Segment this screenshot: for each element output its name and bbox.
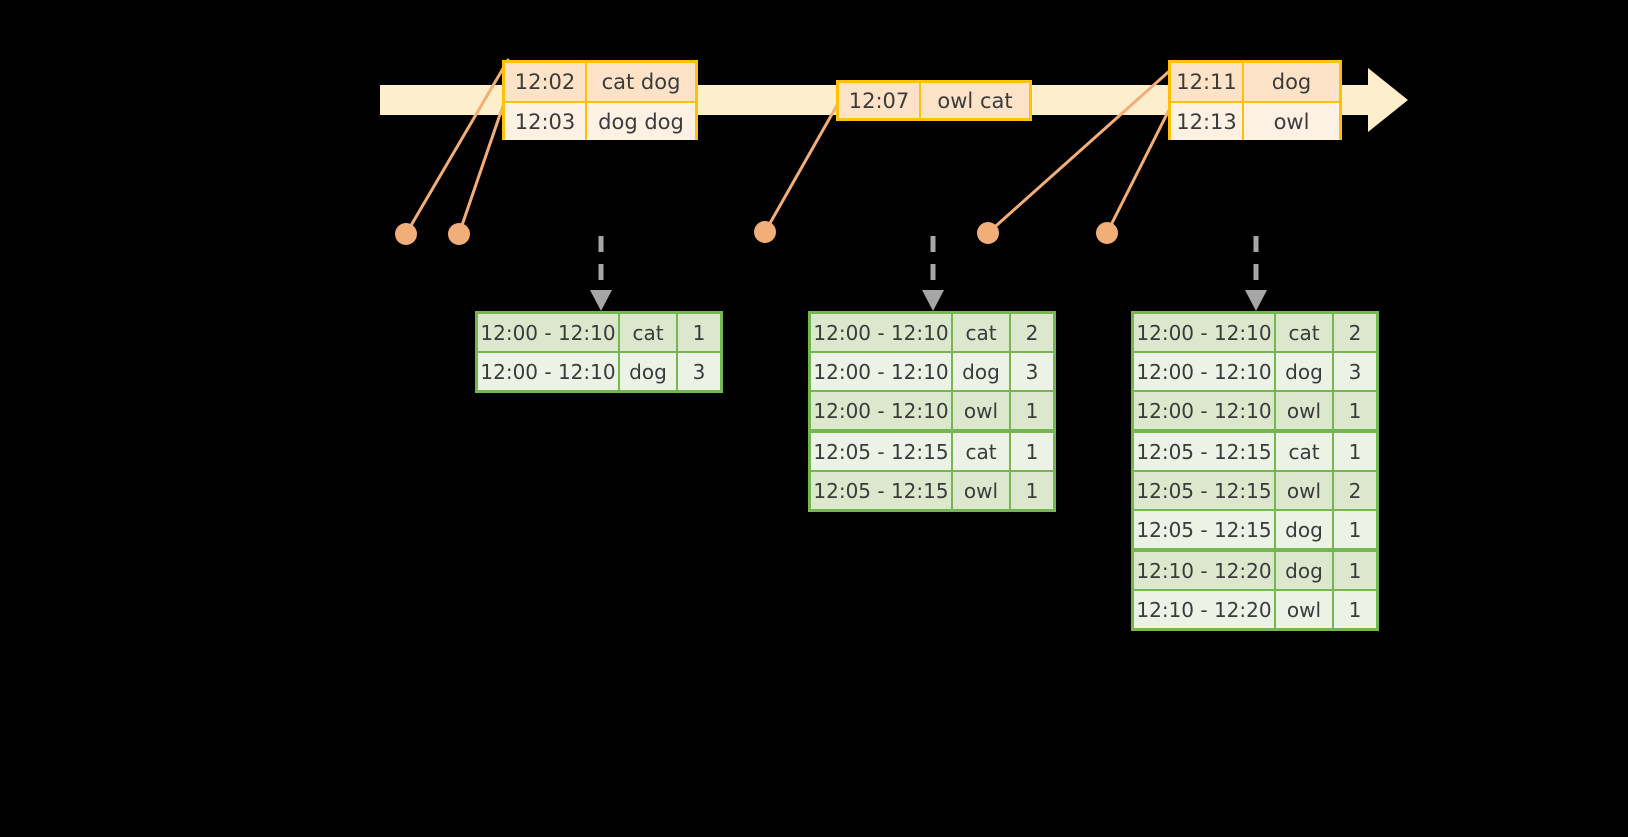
source-dots (395, 221, 1118, 245)
cell-window: 12:05 - 12:15 (1134, 433, 1276, 470)
cell-word: cat (620, 314, 678, 351)
cell-window: 12:05 - 12:15 (1134, 472, 1276, 509)
cell-word: dog (620, 353, 678, 390)
cell-word: cat (953, 433, 1011, 470)
cell-window: 12:10 - 12:20 (1134, 591, 1276, 628)
dashed-arrows (590, 236, 1267, 311)
event-box-3[interactable]: 12:11 dog 12:13 owl (1168, 60, 1342, 140)
source-dot-2 (448, 223, 470, 245)
dashed-arrow-2 (922, 236, 944, 311)
table-row: 12:00 - 12:10 owl 1 (811, 390, 1053, 429)
cell-word: cat (953, 314, 1011, 351)
table-row: 12:00 - 12:10 cat 1 (478, 314, 720, 351)
cell-count: 1 (678, 314, 720, 351)
table-row: 12:10 - 12:20 dog 1 (1134, 548, 1376, 589)
event-time: 12:07 (839, 83, 921, 118)
table-row: 12:05 - 12:15 owl 1 (811, 470, 1053, 509)
cell-window: 12:00 - 12:10 (1134, 392, 1276, 429)
event-box-2[interactable]: 12:07 owl cat (836, 80, 1032, 121)
event-row: 12:07 owl cat (839, 83, 1029, 118)
event-row: 12:13 owl (1171, 101, 1339, 140)
cell-count: 1 (1011, 472, 1053, 509)
table-row: 12:00 - 12:10 dog 3 (811, 351, 1053, 390)
cell-count: 3 (1011, 353, 1053, 390)
cell-word: cat (1276, 433, 1334, 470)
cell-word: owl (1276, 591, 1334, 628)
cell-count: 2 (1011, 314, 1053, 351)
table-row: 12:05 - 12:15 owl 2 (1134, 470, 1376, 509)
cell-count: 2 (1334, 314, 1376, 351)
table-row: 12:05 - 12:15 cat 1 (1134, 429, 1376, 470)
event-row: 12:11 dog (1171, 63, 1339, 101)
cell-count: 1 (1011, 433, 1053, 470)
cell-window: 12:00 - 12:10 (811, 392, 953, 429)
event-payload: owl (1244, 103, 1339, 140)
connector-line-5 (1105, 102, 1174, 235)
table-row: 12:05 - 12:15 cat 1 (811, 429, 1053, 470)
cell-count: 1 (1334, 552, 1376, 589)
cell-word: owl (1276, 392, 1334, 429)
connector-line-3 (763, 98, 842, 234)
cell-window: 12:00 - 12:10 (811, 314, 953, 351)
cell-window: 12:00 - 12:10 (811, 353, 953, 390)
cell-window: 12:05 - 12:15 (811, 433, 953, 470)
cell-word: owl (953, 392, 1011, 429)
event-time: 12:03 (505, 103, 587, 140)
table-row: 12:05 - 12:15 dog 1 (1134, 509, 1376, 548)
cell-count: 2 (1334, 472, 1376, 509)
cell-word: cat (1276, 314, 1334, 351)
table-row: 12:00 - 12:10 cat 2 (1134, 314, 1376, 351)
cell-window: 12:00 - 12:10 (1134, 353, 1276, 390)
source-dot-4 (977, 222, 999, 244)
cell-word: dog (1276, 552, 1334, 589)
result-table-2[interactable]: 12:00 - 12:10 cat 2 12:00 - 12:10 dog 3 … (808, 311, 1056, 512)
cell-word: owl (953, 472, 1011, 509)
event-row: 12:02 cat dog (505, 63, 695, 101)
cell-word: dog (953, 353, 1011, 390)
cell-count: 1 (1334, 392, 1376, 429)
event-payload: cat dog (587, 63, 695, 101)
cell-window: 12:00 - 12:10 (478, 314, 620, 351)
cell-count: 1 (1011, 392, 1053, 429)
event-row: 12:03 dog dog (505, 101, 695, 140)
cell-window: 12:05 - 12:15 (1134, 511, 1276, 548)
dashed-arrow-1 (590, 236, 612, 311)
source-dot-1 (395, 223, 417, 245)
table-row: 12:00 - 12:10 dog 3 (1134, 351, 1376, 390)
cell-count: 3 (1334, 353, 1376, 390)
source-dot-5 (1096, 222, 1118, 244)
event-time: 12:02 (505, 63, 587, 101)
cell-count: 1 (1334, 511, 1376, 548)
cell-count: 1 (1334, 433, 1376, 470)
dashed-arrow-3 (1245, 236, 1267, 311)
table-row: 12:00 - 12:10 cat 2 (811, 314, 1053, 351)
event-payload: dog (1244, 63, 1339, 101)
cell-window: 12:05 - 12:15 (811, 472, 953, 509)
table-row: 12:00 - 12:10 dog 3 (478, 351, 720, 390)
connector-line-2 (457, 98, 507, 236)
event-time: 12:11 (1171, 63, 1244, 101)
cell-word: owl (1276, 472, 1334, 509)
cell-count: 1 (1334, 591, 1376, 628)
source-dot-3 (754, 221, 776, 243)
cell-window: 12:00 - 12:10 (478, 353, 620, 390)
event-time: 12:13 (1171, 103, 1244, 140)
cell-window: 12:10 - 12:20 (1134, 552, 1276, 589)
connector-line-1 (404, 58, 510, 236)
table-row: 12:10 - 12:20 owl 1 (1134, 589, 1376, 628)
event-payload: dog dog (587, 103, 695, 140)
result-table-1[interactable]: 12:00 - 12:10 cat 1 12:00 - 12:10 dog 3 (475, 311, 723, 393)
result-table-3[interactable]: 12:00 - 12:10 cat 2 12:00 - 12:10 dog 3 … (1131, 311, 1379, 631)
cell-word: dog (1276, 353, 1334, 390)
event-box-1[interactable]: 12:02 cat dog 12:03 dog dog (502, 60, 698, 140)
cell-window: 12:00 - 12:10 (1134, 314, 1276, 351)
table-row: 12:00 - 12:10 owl 1 (1134, 390, 1376, 429)
cell-word: dog (1276, 511, 1334, 548)
cell-count: 3 (678, 353, 720, 390)
event-payload: owl cat (921, 83, 1029, 118)
